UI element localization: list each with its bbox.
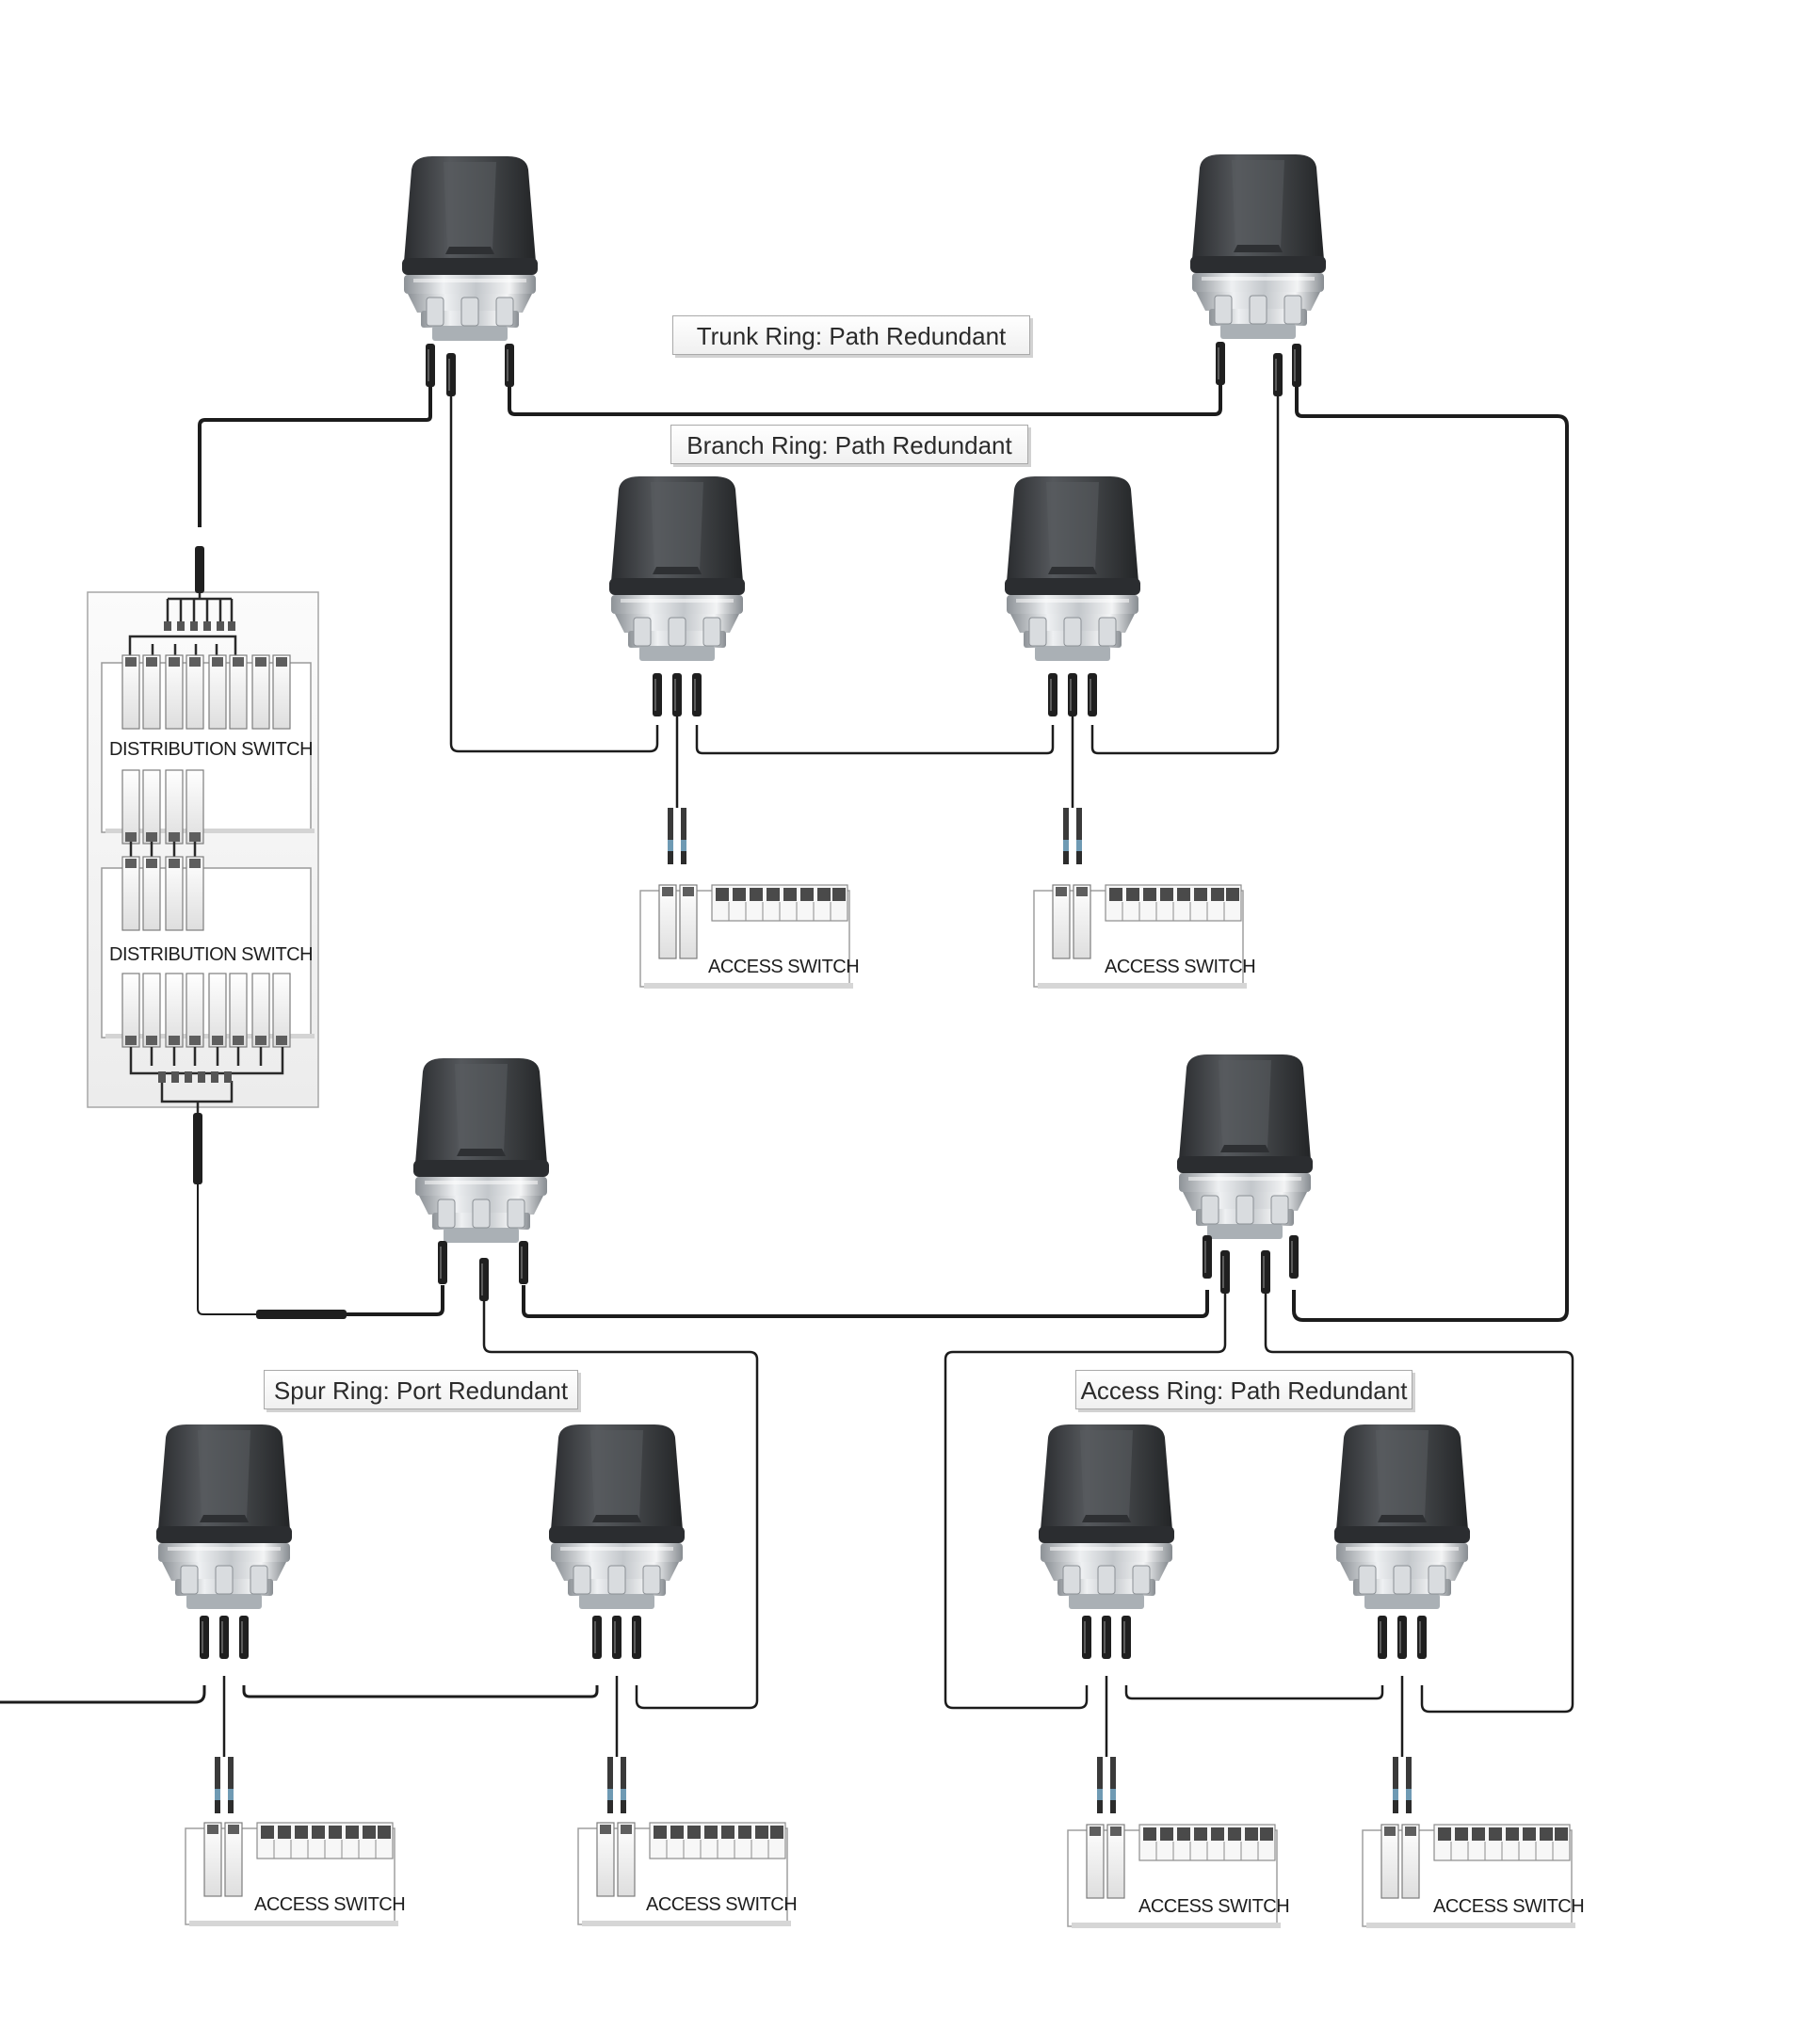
- svg-text:ACCESS SWITCH: ACCESS SWITCH: [1105, 957, 1255, 977]
- distribution-switch-stack: DISTRIBUTION SWITCH DISTRIBUTION SWITCH: [87, 546, 347, 1319]
- cable-spur-left-exit: [0, 1685, 206, 1704]
- spur-module-right: [548, 1424, 686, 1659]
- cable-access-left: [944, 1290, 1227, 1710]
- access-module-right: [1333, 1424, 1471, 1659]
- cable-trunk-right: [1292, 372, 1569, 1322]
- cable-spur-middle: [242, 1685, 599, 1698]
- cable-distribution-to-lower-left: [197, 1153, 264, 1315]
- access-switch-branch-left: ACCESS SWITCH: [639, 808, 860, 990]
- branch-ring-label: Branch Ring: Path Redundant: [670, 425, 1028, 464]
- cable-trunk-left-to-distribution: [198, 372, 432, 527]
- branch-module-left: [608, 475, 746, 716]
- trunk-module-bottom-right: [1176, 1054, 1314, 1294]
- distribution-switch-upper-label: DISTRIBUTION SWITCH: [109, 739, 313, 760]
- cable-access-right: [1264, 1290, 1574, 1714]
- svg-text:ACCESS SWITCH: ACCESS SWITCH: [1433, 1896, 1584, 1917]
- access-switch-access-right: ACCESS SWITCH: [1362, 1757, 1585, 1929]
- branch-module-right: [1004, 475, 1141, 716]
- access-ring-label: Access Ring: Path Redundant: [1075, 1370, 1412, 1409]
- access-switch-spur-right: ACCESS SWITCH: [577, 1757, 798, 1927]
- access-switch-spur-left: ACCESS SWITCH: [185, 1757, 406, 1927]
- trunk-module-top-left: [401, 155, 539, 396]
- svg-text:ACCESS SWITCH: ACCESS SWITCH: [708, 957, 859, 977]
- cable-trunk-top: [508, 369, 1222, 416]
- cable-branch-middle: [695, 725, 1055, 755]
- svg-text:ACCESS SWITCH: ACCESS SWITCH: [646, 1894, 797, 1915]
- spur-module-left: [155, 1424, 293, 1659]
- svg-text:ACCESS SWITCH: ACCESS SWITCH: [1138, 1896, 1289, 1917]
- access-switch-branch-right: ACCESS SWITCH: [1033, 808, 1256, 990]
- access-module-left: [1038, 1424, 1175, 1659]
- distribution-switch-lower-label: DISTRIBUTION SWITCH: [109, 944, 313, 965]
- trunk-module-bottom-left: [412, 1057, 550, 1301]
- access-switch-access-left: ACCESS SWITCH: [1067, 1757, 1290, 1929]
- cable-trunk-bottom: [522, 1285, 1209, 1318]
- trunk-module-top-right: [1189, 153, 1327, 396]
- trunk-ring-label: Trunk Ring: Path Redundant: [672, 315, 1030, 355]
- cable-spur-out: [482, 1285, 759, 1710]
- cable-branch-left: [449, 395, 659, 753]
- cable-branch-right: [1090, 395, 1280, 755]
- svg-text:ACCESS SWITCH: ACCESS SWITCH: [254, 1894, 405, 1915]
- cable-access-middle: [1124, 1685, 1384, 1700]
- spur-ring-label: Spur Ring: Port Redundant: [264, 1370, 578, 1409]
